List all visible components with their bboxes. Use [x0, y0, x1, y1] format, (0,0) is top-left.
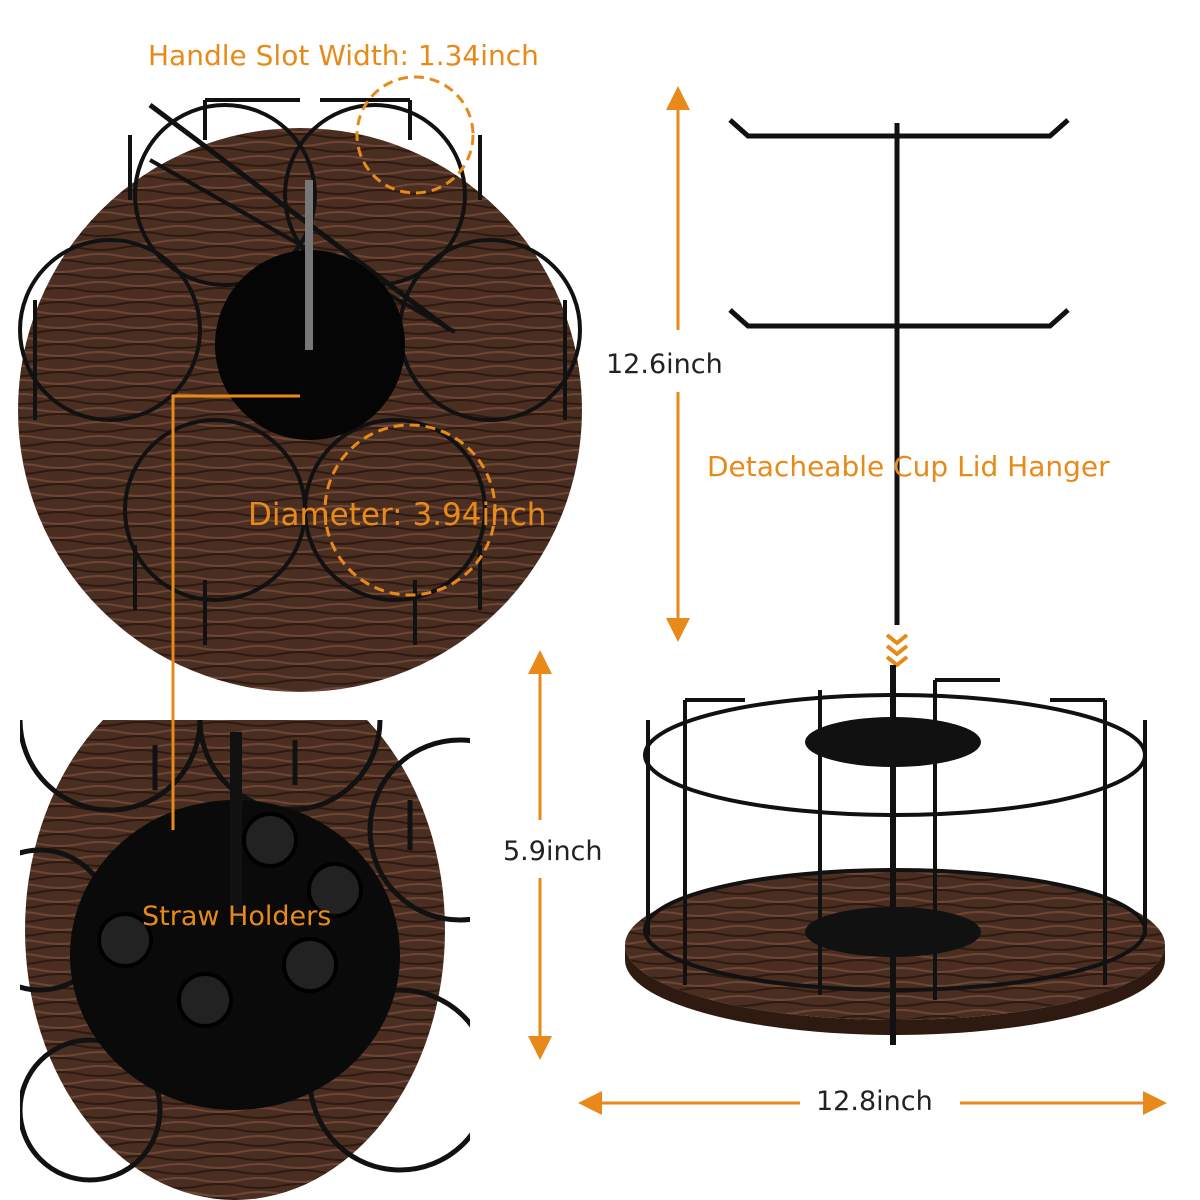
- top-view-hanger-arm-2: [149, 158, 456, 334]
- diameter-indicator: [323, 423, 497, 597]
- closeup-center-post: [230, 732, 242, 922]
- top-view-center-post: [305, 180, 313, 350]
- side-view-base-edge: [625, 945, 1165, 1035]
- width-label: 12.8inch: [816, 1086, 933, 1117]
- cup-lid-hanger-label: Detacheable Cup Lid Hanger: [707, 450, 1110, 483]
- base-height-label: 5.9inch: [503, 836, 603, 867]
- top-view-tray: [18, 75, 582, 692]
- top-view-hanger-arm: [148, 103, 452, 332]
- handle-slot-width-label: Handle Slot Width: 1.34inch: [148, 39, 539, 72]
- side-view-holder: [625, 118, 1165, 1045]
- straw-holes: [97, 812, 363, 1028]
- callout-connector: [171, 394, 300, 830]
- straw-holder-closeup: [20, 720, 470, 1200]
- diameter-label: Diameter: 3.94inch: [248, 497, 547, 533]
- total-height-label: 12.6inch: [606, 349, 723, 380]
- cup-lid-hanger: [728, 118, 1070, 625]
- dimension-arrows: [528, 86, 1167, 1115]
- attach-chevrons: [885, 633, 909, 668]
- straw-holders-label: Straw Holders: [142, 901, 332, 932]
- handle-slot-indicator: [355, 75, 475, 195]
- top-view-cup-rings: [18, 98, 582, 645]
